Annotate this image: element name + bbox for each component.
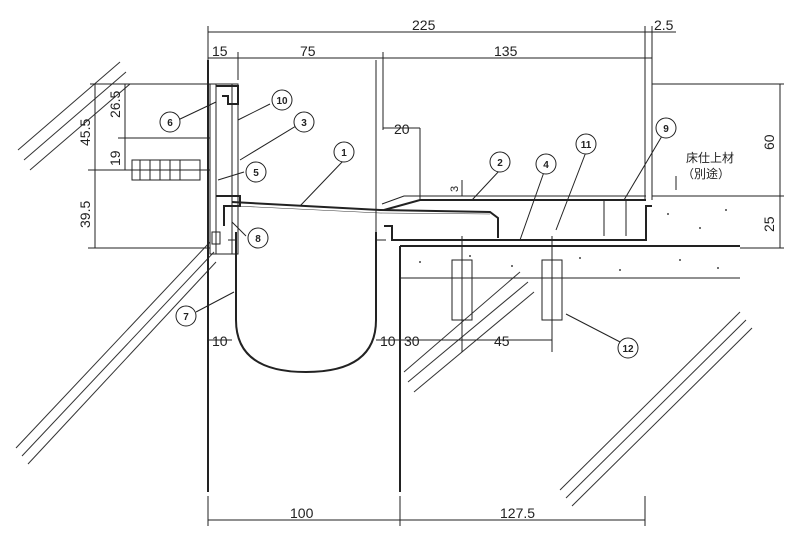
dim-bottom-left: 100 [290,505,314,521]
dim-total-height: 60 [761,134,777,150]
dim-plate-thickness: 3 [449,186,461,192]
anchors [118,159,627,352]
dim-bottom-right: 127.5 [500,505,535,521]
callout-bubble-11: 11 [575,133,597,155]
svg-text:1: 1 [341,148,347,159]
callout-bubble-9: 9 [655,117,677,139]
wall-hatching [15,61,753,507]
dim-upper-mid: 26.5 [107,91,123,118]
dim-clearance: 2.5 [654,17,674,33]
svg-text:11: 11 [581,140,592,151]
svg-text:10: 10 [276,96,288,107]
callout-bubble-4: 4 [535,153,557,175]
u-gutter [228,232,386,374]
callout-bubble-1: 1 [333,141,355,163]
top-dimensions [207,26,676,200]
callout-bubble-2: 2 [489,151,511,173]
dim-upper-left: 45.5 [77,119,93,146]
left-frame [207,60,241,492]
svg-text:6: 6 [167,118,173,129]
svg-text:2: 2 [497,158,503,169]
dim-anchor-depth: 19 [107,150,123,166]
callout-bubble-7: 7 [175,305,197,327]
svg-text:9: 9 [663,124,669,135]
dim-overlap: 20 [394,121,410,137]
callout-bubble-12: 12 [617,337,639,359]
callout-bubble-8: 8 [247,227,269,249]
svg-text:3: 3 [301,118,307,129]
svg-text:8: 8 [255,234,261,245]
leader-lines [177,101,677,345]
right-dimensions [652,83,784,249]
svg-text:5: 5 [253,168,259,179]
dim-total-width: 225 [412,17,436,33]
dim-frame-width: 15 [212,43,228,59]
floor-finish-note: 床仕上材 [686,151,734,165]
callout-bubble-3: 3 [293,111,315,133]
floor-slab [375,60,740,492]
cover-plate [231,127,646,238]
bottom-dimensions [207,496,646,526]
callout-bubble-5: 5 [245,161,267,183]
callout-bubble-6: 6 [159,111,181,133]
callout-bubble-10: 10 [271,89,293,111]
dim-right-span: 135 [494,43,518,59]
svg-text:12: 12 [622,344,634,355]
floor-finish-subnote: （別途） [682,166,730,181]
dim-gutter-right: 10 [380,333,396,349]
dim-anchor-offset: 30 [404,333,420,349]
svg-text:7: 7 [183,312,189,323]
svg-text:4: 4 [543,160,549,171]
dim-gutter-left: 10 [212,333,228,349]
dim-lower-left: 39.5 [77,201,93,228]
dim-slab-thickness: 25 [761,216,777,232]
dim-left-span: 75 [300,43,316,59]
dim-anchor-pitch: 45 [494,333,510,349]
